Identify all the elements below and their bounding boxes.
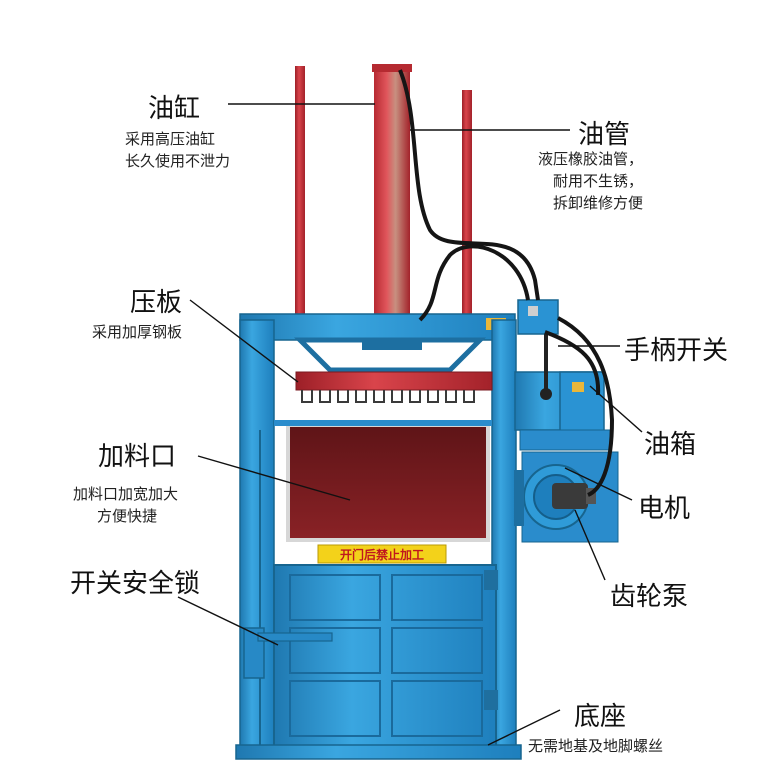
base	[235, 744, 522, 760]
label-safety-lock: 开关安全锁	[70, 563, 200, 600]
door-panels	[289, 574, 483, 737]
oil-cylinder-title: 油缸	[148, 94, 201, 124]
handle-switch-title: 手柄开关	[624, 336, 729, 366]
label-gear-pump: 齿轮泵	[610, 576, 688, 613]
label-oil-cylinder: 油缸	[148, 88, 200, 125]
feed-opening-desc-line-2: 方便快捷	[97, 507, 158, 525]
door-warning-strip	[317, 544, 447, 564]
lock-bar	[257, 632, 333, 642]
feed-opening-desc-line-1: 加料口加宽加大	[73, 485, 179, 503]
cylinder-cap	[372, 64, 412, 72]
oil-pipe-desc: 液压橡胶油管， 耐用不生锈， 拆卸维修方便	[538, 148, 643, 214]
press-plate-title: 压板	[130, 288, 183, 318]
oil-cylinder	[374, 66, 410, 314]
press-plate-desc: 采用加厚钢板	[92, 321, 182, 343]
guide-rod-left	[295, 66, 305, 316]
label-oil-pipe: 油管	[578, 114, 630, 151]
base-desc: 无需地基及地脚螺丝	[528, 735, 663, 757]
safety-lock-title: 开关安全锁	[70, 569, 201, 599]
column-left	[239, 319, 275, 751]
label-base: 底座	[574, 696, 626, 733]
oil-pipe-title: 油管	[578, 120, 631, 150]
door-warning-text: 开门后禁止加工	[340, 547, 424, 562]
label-feed-opening: 加料口	[98, 436, 176, 473]
label-press-plate: 压板	[130, 282, 182, 319]
oil-tank-title: 油箱	[644, 430, 697, 460]
leader-lines	[177, 103, 643, 746]
base-title: 底座	[574, 702, 627, 732]
oil-cylinder-desc-line-2: 长久使用不泄力	[125, 152, 231, 170]
feed-opening-chamber	[286, 423, 490, 542]
oil-cylinder-desc-line-1: 采用高压油缸	[125, 130, 216, 148]
mount-brace	[293, 337, 487, 373]
gear-pump	[552, 483, 596, 509]
guide-rod-right	[462, 90, 472, 316]
oil-pipe-desc-line-1: 液压橡胶油管，	[538, 150, 644, 168]
label-motor: 电机	[638, 488, 690, 525]
front-door	[273, 564, 497, 748]
motor-title: 电机	[638, 494, 691, 524]
press-plate-teeth	[301, 390, 475, 403]
feed-opening-desc: 加料口加宽加大 方便快捷	[73, 483, 178, 527]
base-desc-line-1: 无需地基及地脚螺丝	[528, 737, 664, 755]
handle-switch[interactable]	[517, 299, 559, 400]
hinge-bottom	[484, 690, 498, 710]
label-handle-switch: 手柄开关	[624, 330, 728, 367]
press-plate-desc-line-1: 采用加厚钢板	[92, 323, 183, 341]
hinge-top	[484, 570, 498, 590]
oil-pipe-desc-line-2: 耐用不生锈，	[553, 172, 644, 190]
oil-cylinder-desc: 采用高压油缸 长久使用不泄力	[125, 128, 230, 172]
oil-pipe-desc-line-3: 拆卸维修方便	[553, 194, 644, 212]
gear-pump-title: 齿轮泵	[610, 582, 689, 612]
press-plate	[295, 371, 493, 391]
label-oil-tank: 油箱	[644, 424, 696, 461]
feed-opening-title: 加料口	[98, 442, 177, 472]
top-frame	[239, 313, 516, 341]
